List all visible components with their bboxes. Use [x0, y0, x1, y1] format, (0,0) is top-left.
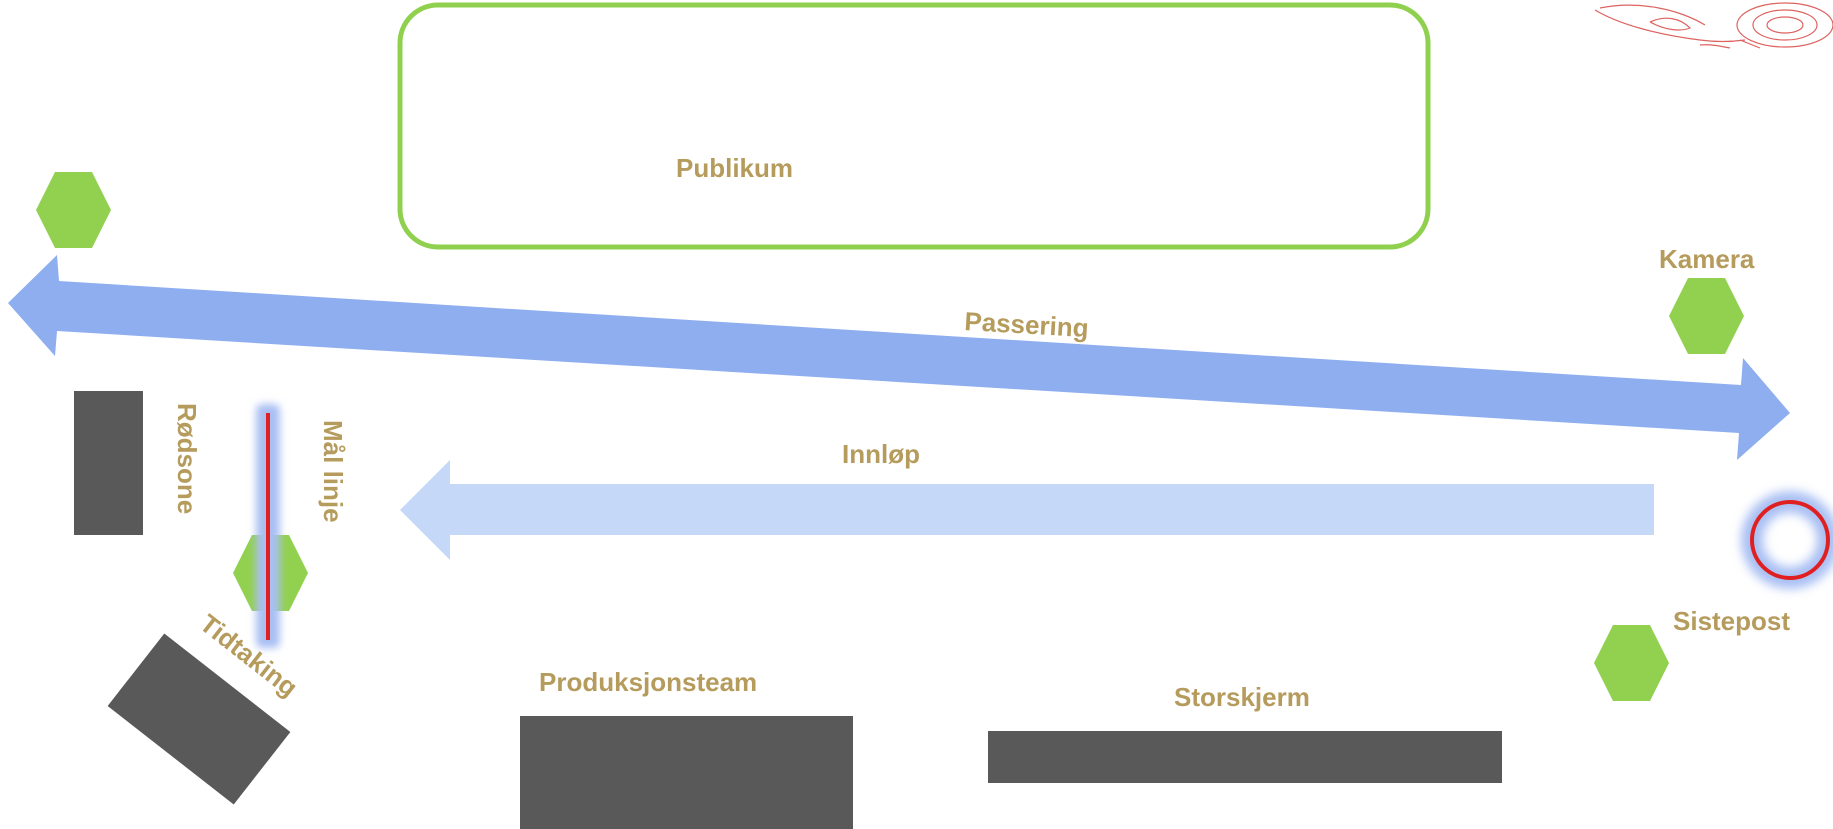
- logo-sketch: [1594, 2, 1833, 49]
- production-team-block: [520, 716, 853, 829]
- big-screen-label: Storskjerm: [1174, 682, 1310, 712]
- passage-arrow: [8, 255, 1790, 460]
- camera-label: Kamera: [1659, 244, 1755, 274]
- timing-block: [107, 633, 291, 805]
- passage-label: Passering: [964, 306, 1090, 343]
- ring-icon: [1750, 500, 1830, 580]
- hexagon-marker-icon: [36, 172, 111, 248]
- audience-area: [397, 2, 1431, 250]
- production-team-label: Produksjonsteam: [539, 667, 757, 697]
- red-zone-block: [74, 391, 143, 535]
- hexagon-marker-icon: [1669, 278, 1744, 354]
- audience-label: Publikum: [676, 153, 793, 183]
- finish-line-label: Mål linje: [318, 420, 348, 523]
- inlet-label: Innløp: [842, 439, 920, 469]
- big-screen-block: [988, 731, 1502, 783]
- hexagon-marker-icon: [1594, 625, 1669, 701]
- last-post-label: Sistepost: [1673, 606, 1790, 636]
- inlet-arrow: [400, 460, 1654, 560]
- red-zone-label: Rødsone: [172, 403, 202, 514]
